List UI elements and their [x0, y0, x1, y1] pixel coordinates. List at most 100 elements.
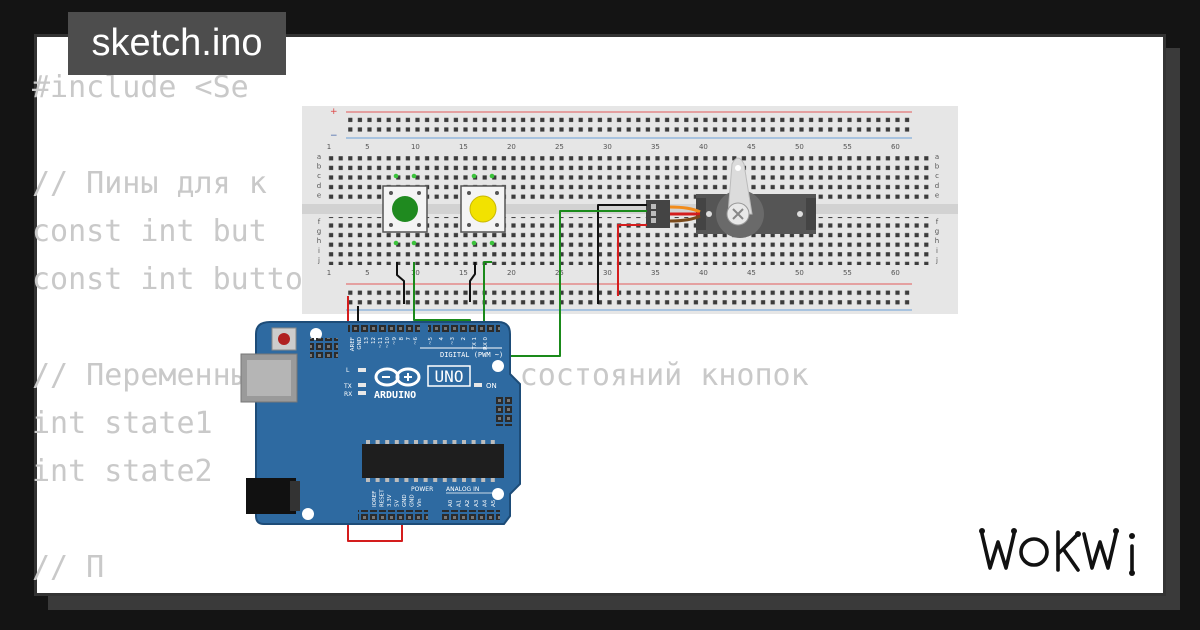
column-label: 55	[843, 269, 852, 277]
column-label: 30	[603, 269, 612, 277]
led-rx-label: RX	[344, 391, 352, 398]
row-label: i	[936, 247, 938, 255]
wokwi-logo	[979, 528, 1135, 576]
digital-pin-label: ~9	[392, 337, 398, 346]
screw	[467, 223, 471, 227]
uno-badge	[427, 365, 471, 387]
digital-pin-label: ~3	[450, 337, 456, 346]
chip-pin	[375, 478, 380, 482]
row-label: f	[318, 218, 321, 226]
arduino-brand: ARDUINO	[374, 390, 416, 401]
pushbutton-yellow[interactable]	[460, 185, 506, 233]
led-rx	[358, 391, 366, 395]
chip-pin	[423, 478, 428, 482]
code-line: // Пины для к	[32, 166, 267, 201]
row-label: e	[935, 191, 939, 199]
digital-pin-label: ~11	[378, 337, 384, 349]
column-label: 5	[365, 269, 369, 277]
atmega-chip	[362, 444, 504, 478]
column-label: 1	[327, 269, 331, 277]
servo-wire-ground	[669, 214, 701, 223]
power-pin-label: GND	[402, 494, 408, 507]
pushbutton-green-cap[interactable]	[392, 196, 418, 222]
screw-cross-icon	[732, 208, 744, 220]
reset-button-cap[interactable]	[278, 333, 290, 345]
column-label: 35	[651, 143, 660, 151]
column-label: 10	[411, 143, 420, 151]
code-line: int state1	[32, 406, 213, 441]
analog-pin-label: A3	[474, 499, 480, 507]
mount-hole	[310, 328, 322, 340]
chip-pin	[433, 478, 438, 482]
screw	[797, 211, 803, 217]
column-label: 10	[411, 269, 420, 277]
row-label: g	[935, 228, 939, 236]
power-label: POWER	[411, 486, 433, 493]
digital-pin-label: 13	[364, 337, 370, 344]
row-label: h	[317, 237, 321, 245]
digital-pin-label: TX 1	[472, 337, 478, 350]
row-label: a	[935, 153, 939, 161]
icsp-header	[494, 396, 514, 426]
led-tx-label: TX	[343, 383, 352, 390]
code-line: const int but	[32, 214, 267, 249]
chip-pins	[366, 440, 495, 482]
column-label: 50	[795, 269, 804, 277]
rail-holes-bottom	[344, 288, 912, 308]
chip-pin	[471, 440, 476, 444]
button-leg-markers	[393, 173, 495, 246]
file-tab[interactable]: sketch.ino	[68, 12, 286, 75]
column-label: 60	[891, 269, 900, 277]
chip-pin	[490, 478, 495, 482]
code-line: #include <Se	[32, 70, 249, 105]
pushbutton-green[interactable]	[382, 185, 428, 233]
row-label: a	[317, 153, 321, 161]
screw	[495, 223, 499, 227]
row-label: j	[935, 256, 938, 264]
column-label: 60	[891, 143, 900, 151]
analog-pin-label: A5	[491, 499, 497, 507]
column-label: 35	[651, 269, 660, 277]
row-label: g	[317, 228, 321, 236]
chip-pin	[375, 440, 380, 444]
connector-pin	[651, 218, 656, 223]
servo-motor[interactable]	[646, 157, 816, 238]
row-label: b	[317, 163, 322, 171]
screw	[389, 223, 393, 227]
chip-pin	[404, 440, 409, 444]
chip-pin	[442, 440, 447, 444]
pushbutton-yellow-cap[interactable]	[469, 195, 497, 223]
chip-pin	[481, 440, 486, 444]
power-pin-label: Vin	[417, 498, 423, 507]
chip-pin	[366, 440, 370, 444]
column-label: 55	[843, 143, 852, 151]
connector-pin	[651, 204, 656, 209]
digital-pin-label: 4	[439, 337, 445, 341]
rail-holes-top	[344, 115, 912, 135]
row-label: j	[317, 256, 320, 264]
screw	[417, 223, 421, 227]
servo-horn[interactable]	[727, 157, 753, 215]
chip-pin	[414, 440, 418, 444]
chip-pin	[414, 478, 418, 482]
row-label: i	[318, 247, 320, 255]
column-label: 5	[365, 143, 369, 151]
row-label: d	[317, 182, 321, 190]
analog-pin-label: A2	[465, 500, 471, 507]
screw	[495, 191, 499, 195]
digital-label: DIGITAL (PWM ~)	[440, 351, 503, 359]
card-shadow-bottom	[48, 596, 1180, 610]
column-label: 15	[459, 143, 468, 151]
digital-pin-label: ~6	[413, 337, 419, 346]
chip-pin	[442, 478, 447, 482]
card-shadow-right	[1166, 48, 1180, 608]
column-label: 20	[507, 143, 516, 151]
wire-black-button1	[396, 262, 405, 304]
arduino-infinity-icon	[374, 367, 421, 387]
chip-pin	[452, 440, 457, 444]
